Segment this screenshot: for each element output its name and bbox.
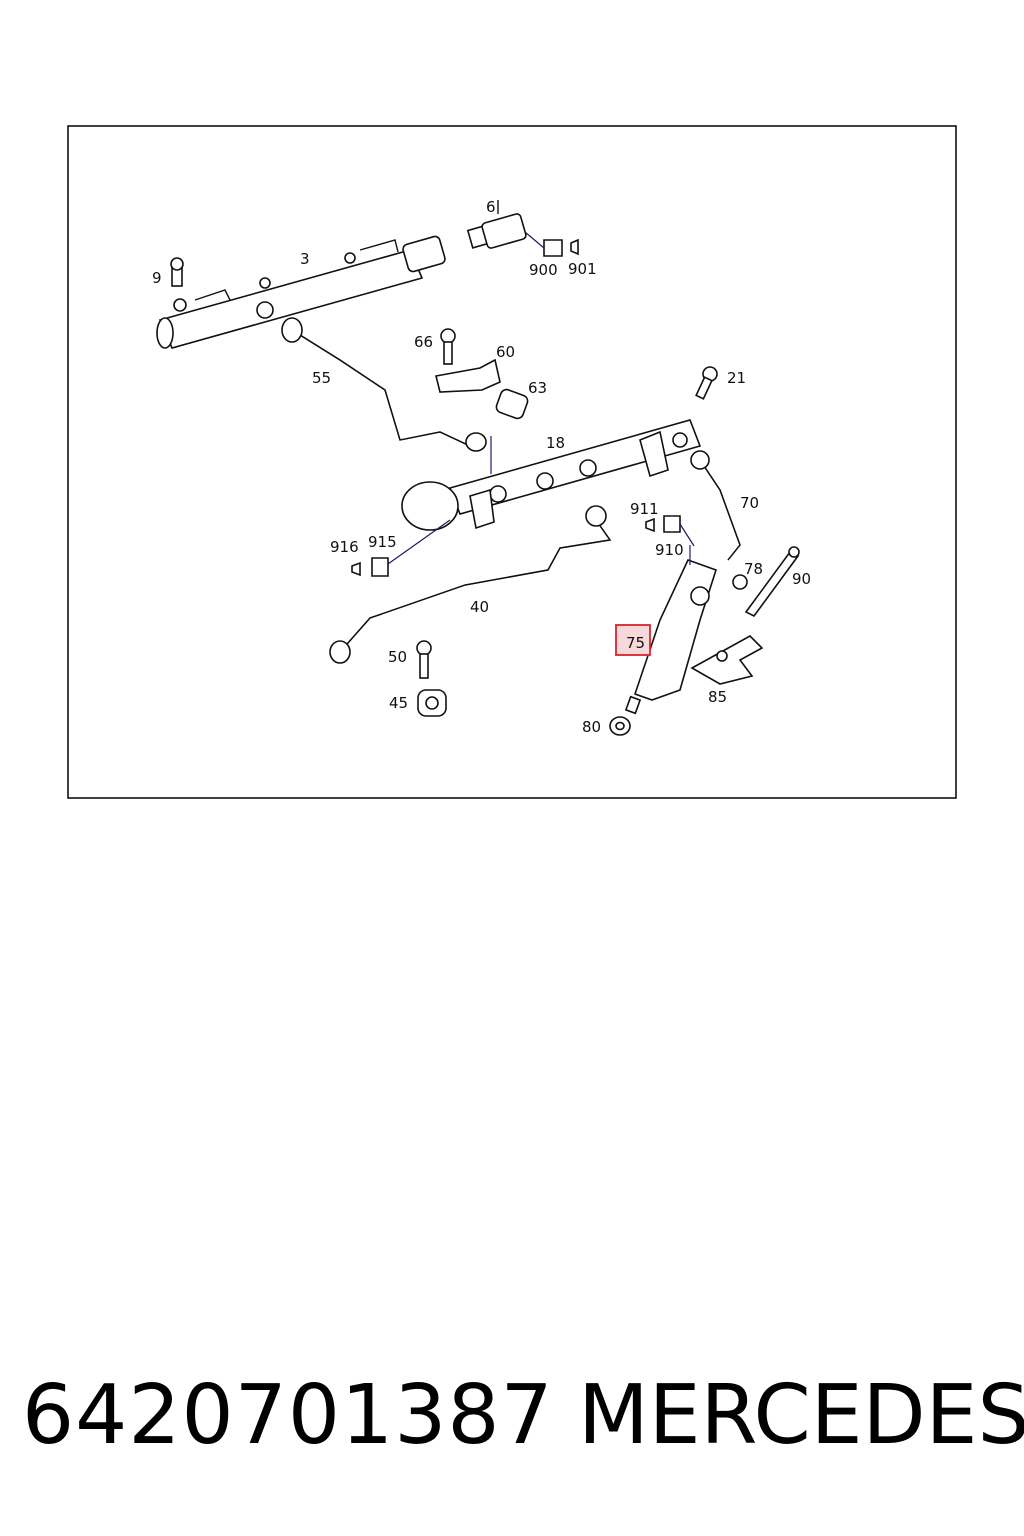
connector-901 (570, 238, 579, 256)
washer-78 (732, 574, 748, 590)
part-label-60[interactable]: 60 (496, 343, 515, 361)
parts-diagram: 9 3 6 900 901 66 60 63 21 55 18 70 911 9… (67, 125, 957, 799)
clip-45 (417, 689, 447, 717)
stud-90 (744, 546, 800, 618)
part-label-55[interactable]: 55 (312, 369, 331, 387)
part-label-901[interactable]: 901 (568, 260, 597, 278)
part-label-900[interactable]: 900 (529, 261, 558, 279)
bracket-60 (435, 358, 501, 393)
diagram-frame (67, 125, 957, 799)
part-label-66[interactable]: 66 (414, 333, 433, 351)
bolt-66 (440, 328, 456, 365)
part-label-916[interactable]: 916 (330, 538, 359, 556)
part-label-915[interactable]: 915 (368, 533, 397, 551)
part-label-21[interactable]: 21 (727, 369, 746, 387)
part-label-70[interactable]: 70 (740, 494, 759, 512)
part-label-75[interactable]: 75 (626, 634, 645, 652)
part-label-911[interactable]: 911 (630, 500, 659, 518)
bolt-9 (170, 257, 184, 287)
part-label-80[interactable]: 80 (582, 718, 601, 736)
part-labels: 9 3 6 900 901 66 60 63 21 55 18 70 911 9… (152, 198, 811, 736)
bolt-21 (695, 366, 718, 400)
part-label-50[interactable]: 50 (388, 648, 407, 666)
part-label-85[interactable]: 85 (708, 688, 727, 706)
part-number: 6420701387 (22, 1368, 554, 1463)
highlight-box-75 (615, 624, 651, 656)
connector-900 (524, 231, 563, 257)
seal-ring-80 (609, 716, 631, 736)
connector-911 (645, 517, 655, 533)
connector-910 (663, 515, 695, 547)
part-label-910[interactable]: 910 (655, 541, 684, 559)
part-label-90[interactable]: 90 (792, 570, 811, 588)
part-label-40[interactable]: 40 (470, 598, 489, 616)
clamp-85 (690, 635, 764, 685)
bolt-50 (416, 640, 432, 679)
fuel-rail-upper (156, 235, 446, 349)
pipe-55 (281, 317, 471, 447)
connector-916 (351, 561, 361, 577)
connector-915 (371, 519, 451, 577)
pressure-sensor-6 (466, 200, 527, 249)
pipe-40 (329, 505, 612, 664)
part-label-6[interactable]: 6 (486, 198, 496, 216)
brand-name: MERCEDES (578, 1368, 1024, 1463)
injector-75 (624, 545, 717, 715)
part-label-18[interactable]: 18 (546, 434, 565, 452)
bushing-63 (495, 388, 529, 420)
part-label-9[interactable]: 9 (152, 269, 162, 287)
fuel-rail-lower (401, 419, 702, 531)
part-label-45[interactable]: 45 (389, 694, 408, 712)
pipe-70 (690, 450, 741, 561)
part-label-78[interactable]: 78 (744, 560, 763, 578)
part-label-63[interactable]: 63 (528, 379, 547, 397)
part-label-3[interactable]: 3 (300, 250, 310, 268)
